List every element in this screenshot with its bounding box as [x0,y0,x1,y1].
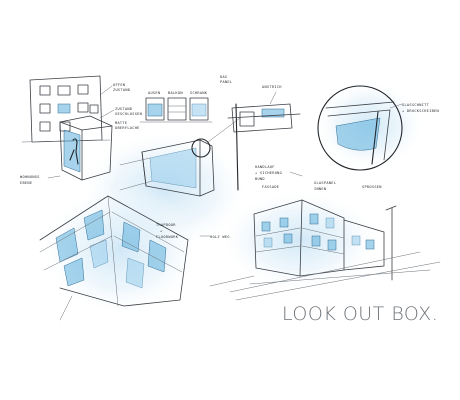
svg-text:ZUSTAND: ZUSTAND [115,107,132,111]
facade-elevation-sketch: OFFEN ZUSTAND ZUSTAND GESCHLOSSEN MATTE … [21,75,142,143]
svg-text:SCHRANK: SCHRANK [190,91,208,95]
svg-text:HANDLAUF: HANDLAUF [255,165,275,169]
svg-text:SPROSSEN: SPROSSEN [362,185,382,189]
window-elevations-sketch: AUSEN BALKON SCHRANK [139,91,213,123]
svg-text:OBERFLACHE: OBERFLACHE [115,126,140,130]
svg-text:TRAPDOOR: TRAPDOOR [156,223,176,227]
svg-text:INNEN: INNEN [314,187,326,191]
svg-text:BALKON: BALKON [168,91,183,95]
magnified-detail-circle: GLASSCHNITT + DRUCKSCHEIBEN SPROSSEN [317,85,439,189]
svg-text:ANSTRICH: ANSTRICH [262,85,282,89]
svg-text:GESCHLOSSEN: GESCHLOSSEN [115,112,142,116]
svg-text:+: + [160,229,163,233]
svg-text:PANEL: PANEL [220,80,232,84]
section-detail-sketch: DAS PANEL ANSTRICH HANDLAUF + SICHERUNG … [220,75,336,191]
artwork-title: LOOK OUT BOX. [282,303,439,325]
svg-text:HOLZ WEG: HOLZ WEG [210,235,230,239]
svg-text:GLASPANEL: GLASPANEL [314,181,336,185]
svg-text:DAS: DAS [220,75,227,79]
svg-text:+ DRUCKSCHEIBEN: + DRUCKSCHEIBEN [402,109,439,113]
svg-text:FASSADE: FASSADE [262,185,279,189]
street-corner-building-sketch [209,199,441,301]
svg-text:BUND: BUND [255,177,265,181]
svg-text:AUSEN: AUSEN [148,91,160,95]
svg-text:OFFEN: OFFEN [113,83,125,87]
svg-text:+ SICHERUNG: + SICHERUNG [255,171,282,175]
detail-callout-circle [191,138,211,158]
box-perspective-sketch [119,117,241,197]
blue-wash [40,185,200,315]
svg-text:WOHNUNGS: WOHNUNGS [20,175,40,179]
svg-text:GLASSCHNITT: GLASSCHNITT [402,103,430,107]
svg-text:FLOORWORK: FLOORWORK [156,235,179,239]
look-out-box-cube-sketch: WOHNUNGS EBENE [20,115,113,185]
blue-wash [220,190,380,290]
svg-text:ZUSTAND: ZUSTAND [113,88,130,92]
svg-text:EBENE: EBENE [20,181,32,185]
facade-worms-eye-sketch: TRAPDOOR + FLOORWORK HOLZ WEG [39,195,230,321]
svg-text:MATTE: MATTE [115,121,127,125]
